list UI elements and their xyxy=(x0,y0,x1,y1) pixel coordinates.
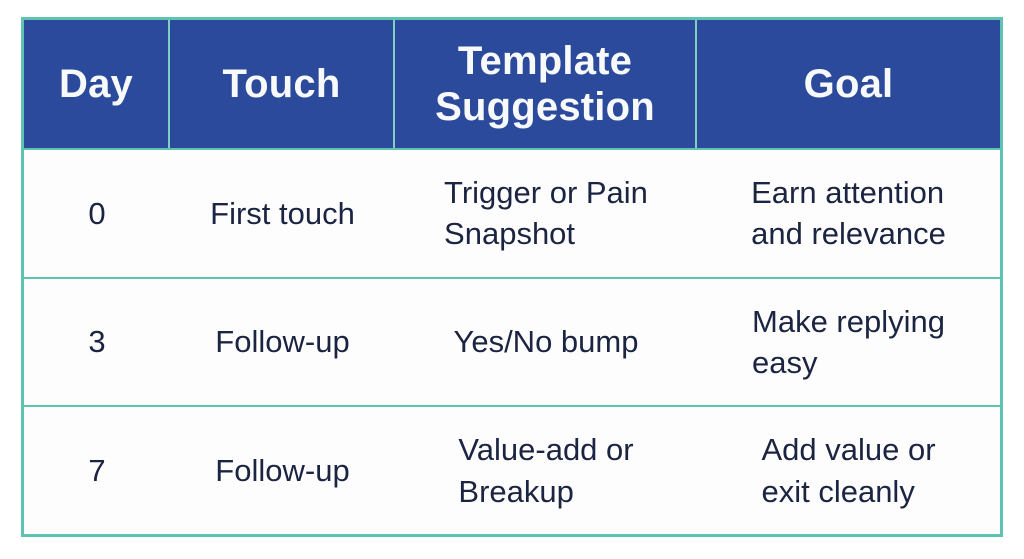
cell-goal-value: Earn attention and relevance xyxy=(751,175,946,252)
cell-touch-value: First touch xyxy=(210,195,355,231)
cell-day: 3 xyxy=(24,279,170,406)
table-row: 3 Follow-up Yes/No bump Make replying ea… xyxy=(24,276,1000,406)
cell-template-value: Trigger or Pain Snapshot xyxy=(444,175,648,252)
cell-touch-value: Follow-up xyxy=(215,453,350,489)
cell-goal-value: Make replying easy xyxy=(752,303,945,380)
cell-touch: First touch xyxy=(170,150,395,277)
table-row: 0 First touch Trigger or Pain Snapshot E… xyxy=(24,148,1000,277)
cell-template-suggestion: Value-add or Breakup xyxy=(395,407,697,534)
cell-goal-value: Add value or exit cleanly xyxy=(761,432,936,509)
cell-day-value: 0 xyxy=(88,195,106,231)
cell-day-value: 3 xyxy=(88,324,106,360)
cell-template-value: Yes/No bump xyxy=(453,324,639,360)
cell-day-value: 7 xyxy=(88,453,106,489)
header-cell-template-suggestion: Template Suggestion xyxy=(395,20,697,148)
table-header-row: Day Touch Template Suggestion Goal xyxy=(24,20,1000,148)
cell-touch: Follow-up xyxy=(170,279,395,406)
header-cell-touch: Touch xyxy=(170,20,395,148)
cell-day: 0 xyxy=(24,150,170,277)
table-row: 7 Follow-up Value-add or Breakup Add val… xyxy=(24,405,1000,534)
cell-template-value: Value-add or Breakup xyxy=(458,432,634,509)
header-cell-day: Day xyxy=(24,20,170,148)
outreach-cadence-table: Day Touch Template Suggestion Goal 0 Fir… xyxy=(21,17,1003,537)
cell-template-suggestion: Trigger or Pain Snapshot xyxy=(395,150,697,277)
cell-touch-value: Follow-up xyxy=(215,324,350,360)
cell-goal: Add value or exit cleanly xyxy=(697,407,1000,534)
cell-goal: Earn attention and relevance xyxy=(697,150,1000,277)
cell-goal: Make replying easy xyxy=(697,279,1000,406)
cell-template-suggestion: Yes/No bump xyxy=(395,279,697,406)
cell-day: 7 xyxy=(24,407,170,534)
cell-touch: Follow-up xyxy=(170,407,395,534)
header-cell-goal: Goal xyxy=(803,62,894,106)
